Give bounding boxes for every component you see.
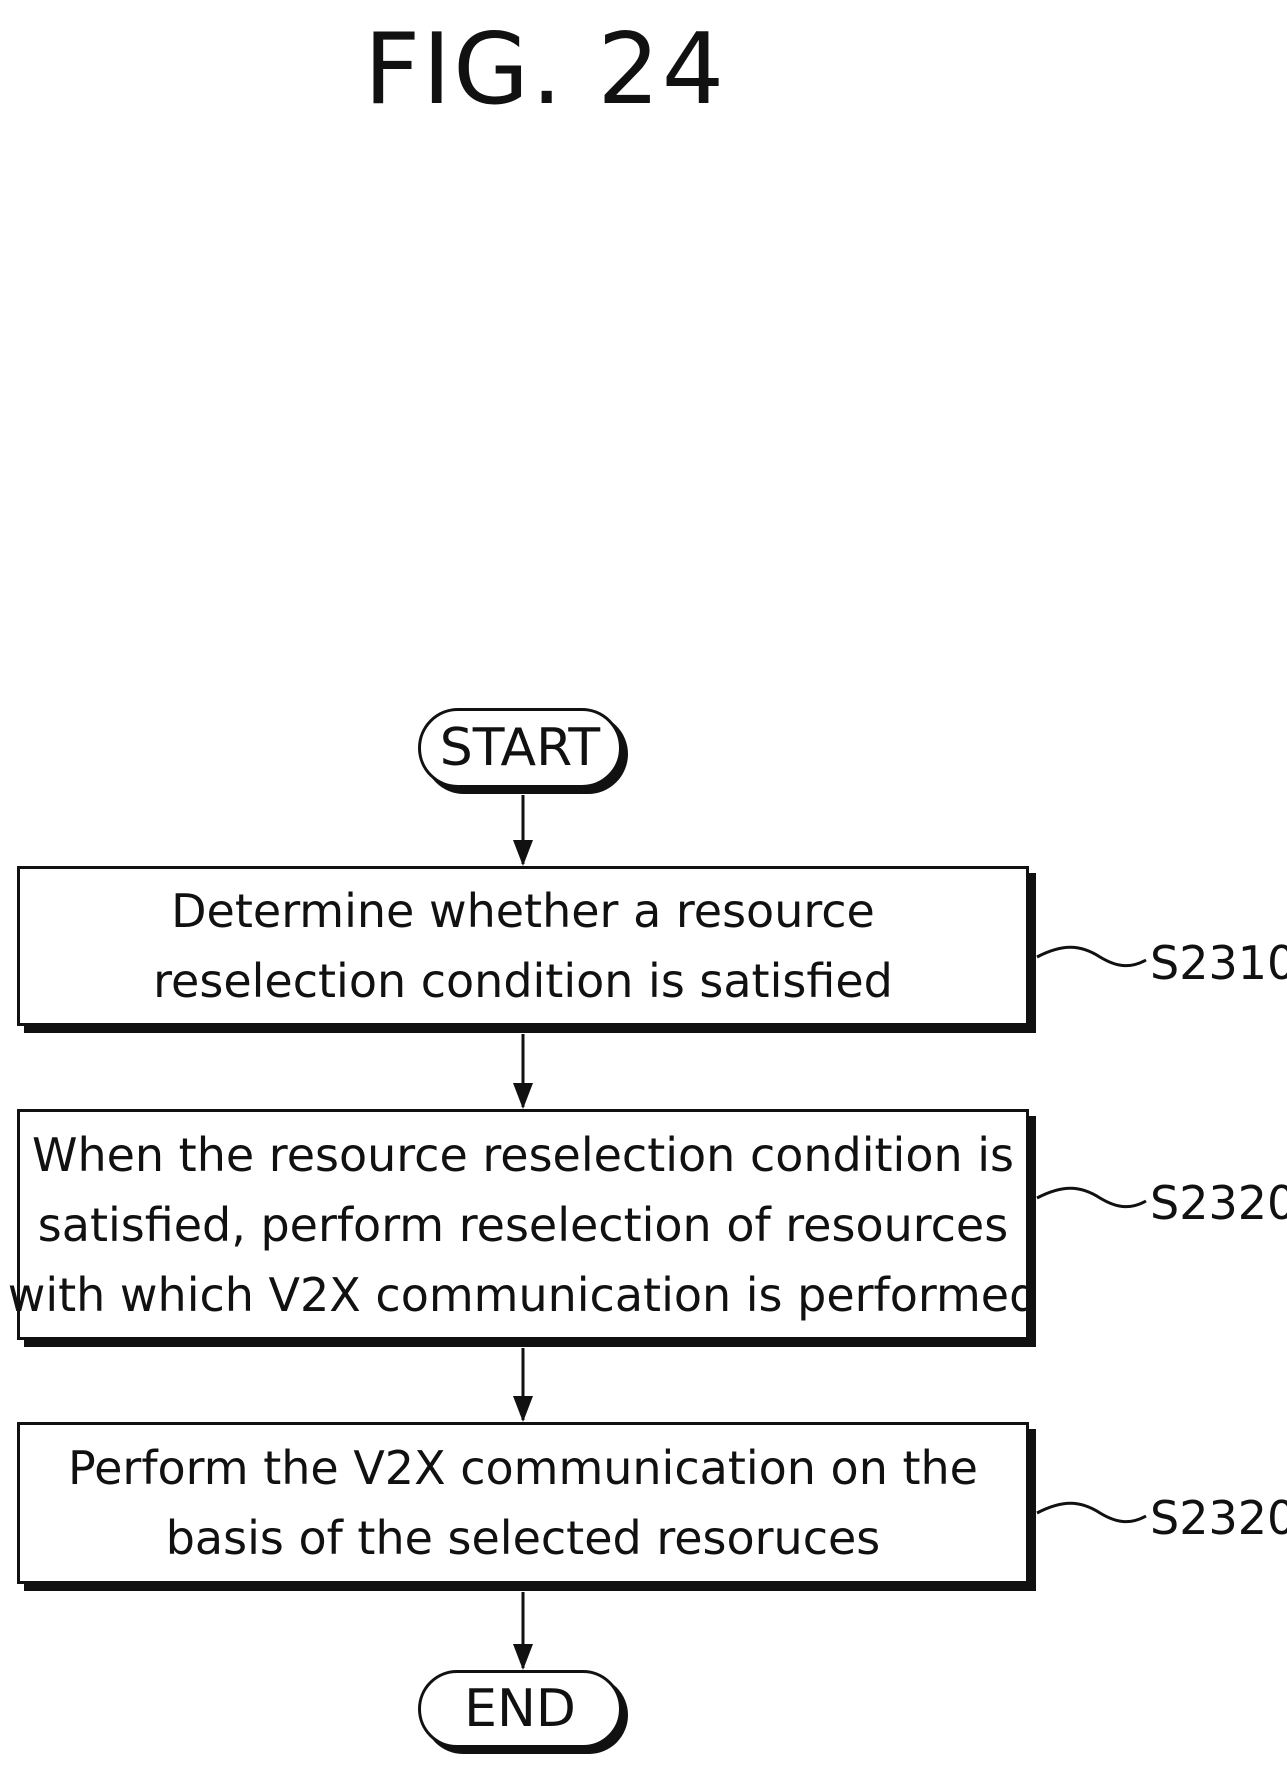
step-label-s2310: S2310 xyxy=(1150,936,1287,990)
step-box-s2320: When the resource reselection condition … xyxy=(17,1109,1029,1340)
arrowhead-step3-to-end xyxy=(513,1644,533,1670)
step1-line1: Determine whether a resource xyxy=(171,876,875,946)
step-label-s2320: S2320 xyxy=(1150,1176,1287,1230)
arrowhead-start-to-step1 xyxy=(513,840,533,866)
step-label-s2320-second: S2320 xyxy=(1150,1491,1287,1545)
end-terminal: END xyxy=(418,1670,622,1748)
step2-line1: When the resource reselection condition … xyxy=(32,1120,1014,1190)
start-terminal: START xyxy=(418,708,622,788)
figure-title: FIG. 24 xyxy=(0,0,1090,140)
leader-line-step3 xyxy=(1037,1503,1146,1521)
step1-line2: reselection condition is satisfied xyxy=(153,946,893,1016)
leader-line-step2 xyxy=(1037,1188,1146,1206)
step-box-s2310: Determine whether a resource reselection… xyxy=(17,866,1029,1026)
step3-line1: Perform the V2X communication on the xyxy=(68,1433,978,1503)
step3-line2: basis of the selected resoruces xyxy=(166,1503,881,1573)
step-box-s2320-second: Perform the V2X communication on the bas… xyxy=(17,1422,1029,1584)
arrowhead-step2-to-step3 xyxy=(513,1396,533,1422)
step2-line2: satisfied, perform reselection of resour… xyxy=(38,1190,1008,1260)
leader-line-step1 xyxy=(1037,947,1146,965)
arrowhead-step1-to-step2 xyxy=(513,1083,533,1109)
step2-line3: with which V2X communication is performe… xyxy=(8,1260,1039,1330)
